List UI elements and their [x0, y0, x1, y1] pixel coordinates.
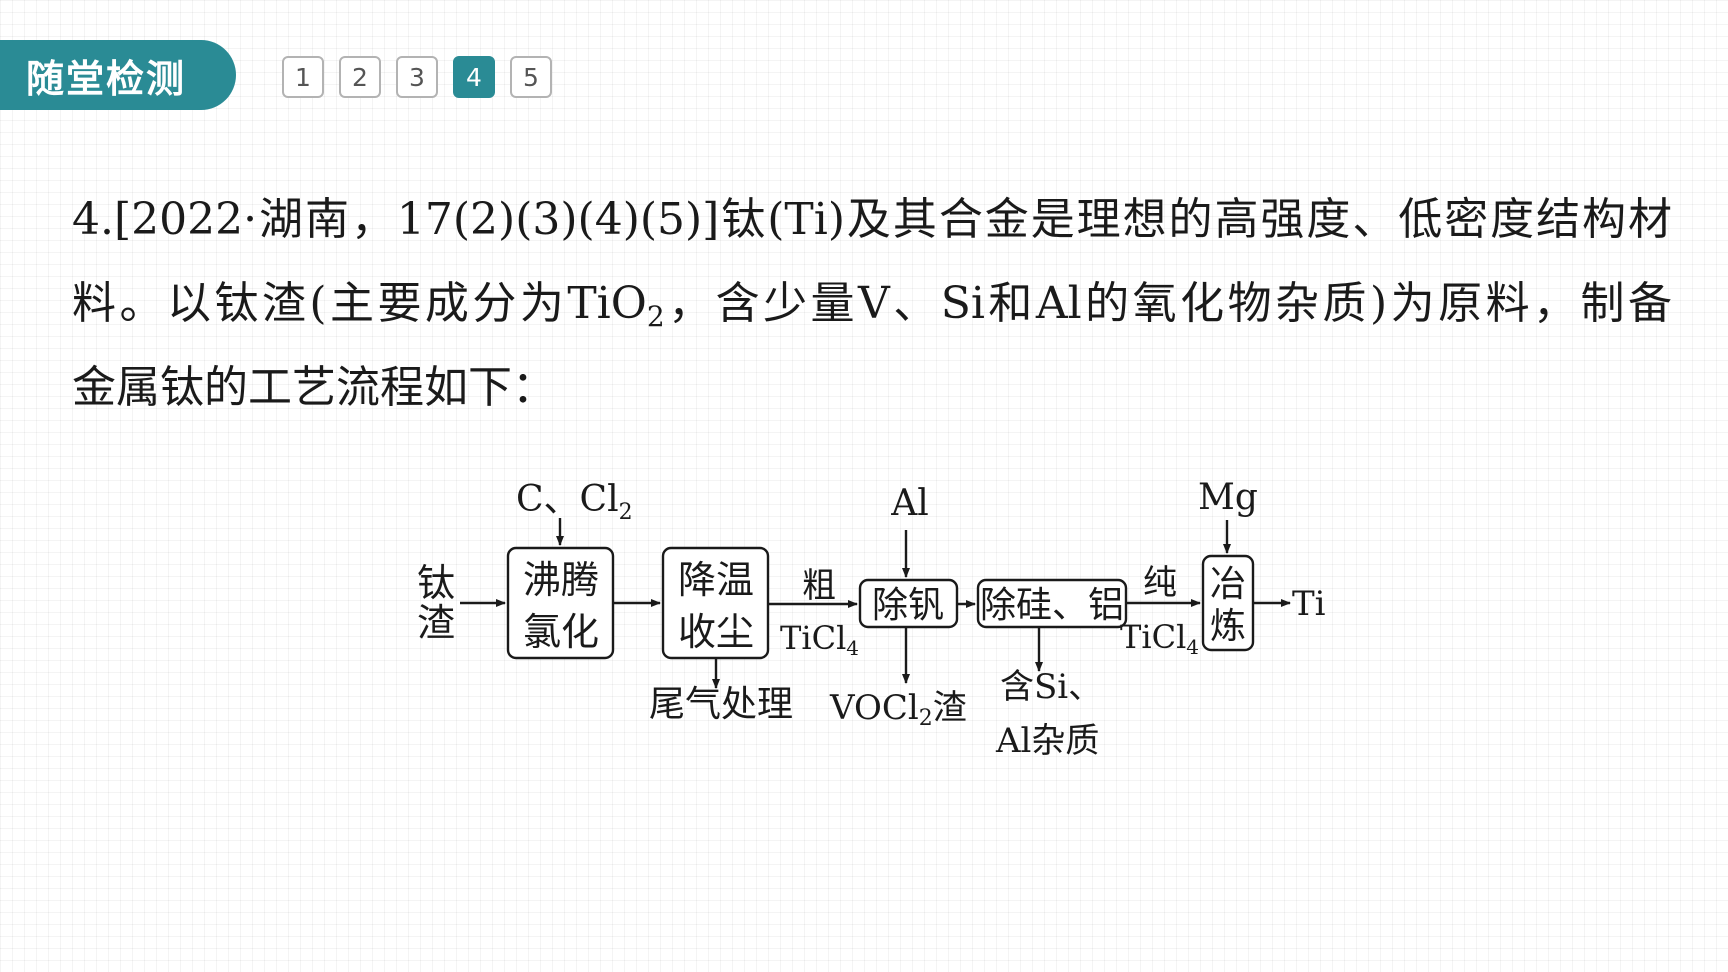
question-line-2: 料。以钛渣(主要成分为TiO2，含少量V、Si和Al的氧化物杂质)为原料，制备: [72, 262, 1672, 346]
si-al-impurities-line-1: 含Si、: [1000, 667, 1102, 707]
page-button-1[interactable]: 1: [282, 56, 324, 98]
box-silicon-aluminum-removal-label: 除硅、铝: [980, 585, 1124, 626]
page-button-3[interactable]: 3: [396, 56, 438, 98]
vocl2-residue-text: VOCl: [829, 688, 919, 728]
vocl2-residue: VOCl2渣: [829, 688, 967, 731]
question-line-2-part-a: 料。以钛渣(主要成分为TiO: [72, 278, 647, 329]
page-button-2[interactable]: 2: [339, 56, 381, 98]
question-line-2-subscript: 2: [646, 300, 665, 333]
box-cooling-dust-collection-line-1: 降温: [678, 558, 754, 602]
reagent-c-cl2-subscript: 2: [619, 500, 633, 525]
reagent-c-cl2-text: C、Cl: [516, 479, 619, 520]
question-pager: 1 2 3 4 5: [282, 56, 552, 98]
pure-ticl4: TiCl4: [1120, 618, 1199, 659]
box-smelting-line-1: 冶: [1210, 564, 1246, 605]
question-text: 4.[2022·湖南，17(2)(3)(4)(5)]钛(Ti)及其合金是理想的高…: [72, 178, 1672, 430]
section-title-tab: 随堂检测: [0, 40, 236, 110]
box-cooling-dust-collection-line-2: 收尘: [678, 610, 754, 654]
raw-material-char-2: 渣: [417, 601, 455, 645]
box-vanadium-removal-label: 除钒: [872, 585, 944, 626]
reagent-mg: Mg: [1198, 477, 1258, 518]
pure-label: 纯: [1143, 563, 1177, 603]
si-al-impurities-line-2: Al杂质: [995, 721, 1099, 761]
reagent-al: Al: [890, 483, 929, 524]
pure-ticl4-subscript: 4: [1186, 635, 1199, 659]
crude-ticl4-text: TiCl: [780, 619, 846, 657]
box-boiling-chlorination-line-2: 氯化: [523, 610, 599, 654]
vocl2-residue-suffix: 渣: [933, 688, 967, 728]
page-button-4[interactable]: 4: [453, 56, 495, 98]
box-boiling-chlorination-line-1: 沸腾: [523, 558, 599, 602]
crude-label: 粗: [802, 566, 836, 606]
pure-ticl4-text: TiCl: [1120, 618, 1186, 656]
page-button-5[interactable]: 5: [510, 56, 552, 98]
crude-ticl4: TiCl4: [780, 619, 859, 660]
raw-material-char-1: 钛: [417, 561, 455, 605]
vocl2-residue-subscript: 2: [919, 706, 933, 731]
question-line-2-part-b: ，含少量V、Si和Al的氧化物杂质)为原料，制备: [664, 278, 1672, 329]
box-smelting-line-2: 炼: [1210, 606, 1246, 647]
crude-ticl4-subscript: 4: [846, 636, 859, 660]
reagent-c-cl2: C、Cl2: [516, 479, 633, 525]
question-line-3: 金属钛的工艺流程如下：: [72, 362, 556, 413]
question-line-1: 4.[2022·湖南，17(2)(3)(4)(5)]钛(Ti)及其合金是理想的高…: [72, 194, 1672, 245]
section-title: 随堂检测: [26, 56, 187, 101]
exhaust-treatment: 尾气处理: [649, 684, 793, 725]
final-product-ti: Ti: [1292, 584, 1326, 624]
